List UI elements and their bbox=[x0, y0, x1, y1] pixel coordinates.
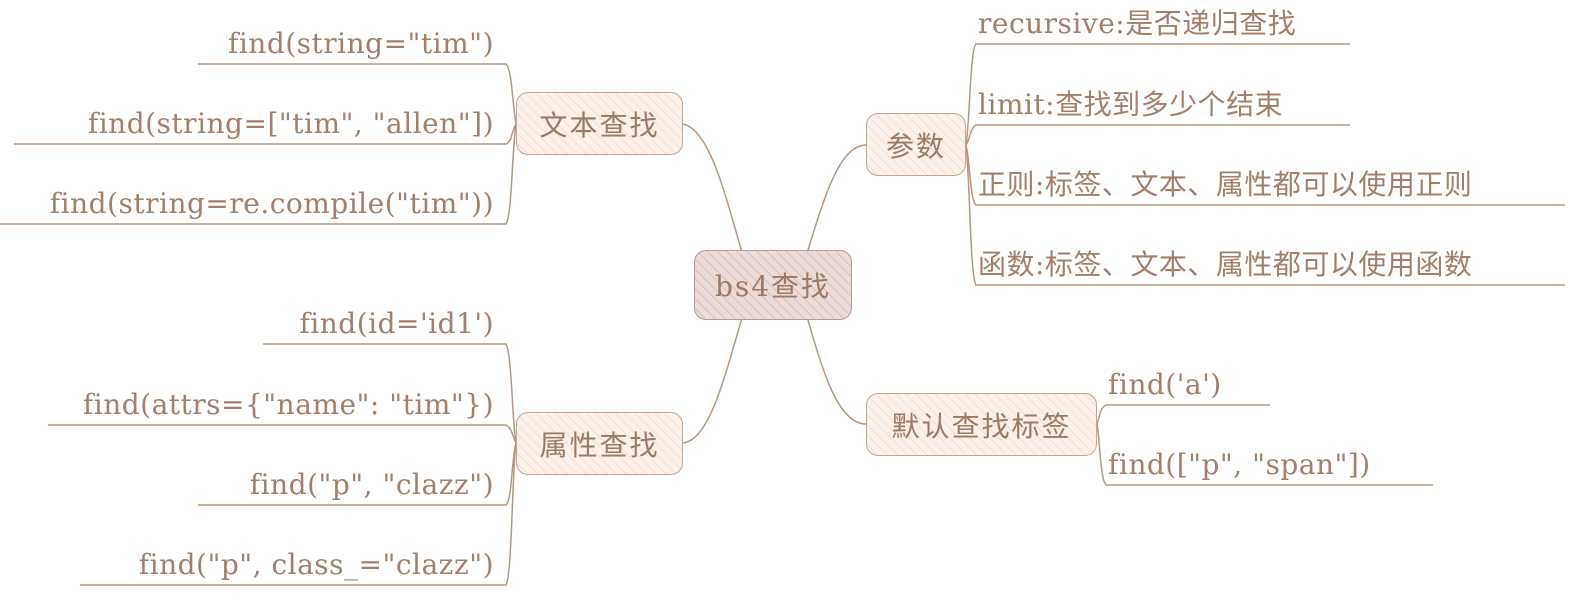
text-search-item: find(string=re.compile("tim")) bbox=[49, 187, 494, 220]
connector-attr-search-leaf-2 bbox=[48, 424, 517, 444]
branch-params-label: 参数 bbox=[885, 129, 946, 163]
connector-params-leaf-2 bbox=[965, 124, 1350, 146]
connector-root-default-tag bbox=[807, 319, 867, 425]
connector-root-text-search bbox=[682, 123, 743, 253]
root-topic[interactable]: bs4查找 bbox=[694, 250, 852, 320]
branch-default-tag[interactable]: 默认查找标签 bbox=[866, 393, 1097, 456]
connector-text-search-leaf-2 bbox=[14, 123, 517, 145]
connector-attr-search-leaf-4 bbox=[80, 442, 517, 586]
connector-text-search-leaf-3 bbox=[0, 123, 517, 225]
attr-search-item: find(attrs={"name": "tim"}) bbox=[82, 388, 494, 421]
attr-search-item: find(id='id1') bbox=[299, 307, 494, 340]
root-topic-label: bs4查找 bbox=[714, 270, 832, 303]
params-item: recursive:是否递归查找 bbox=[978, 7, 1297, 40]
connector-attr-search-leaf-1 bbox=[263, 343, 517, 444]
default-tag-item: find(["p", "span"]) bbox=[1108, 448, 1371, 481]
connector-root-params bbox=[807, 144, 867, 251]
connector-params-leaf-1 bbox=[965, 43, 1350, 146]
params-item: 正则:标签、文本、属性都可以使用正则 bbox=[978, 168, 1473, 201]
connector-params-leaf-4 bbox=[965, 144, 1565, 286]
text-search-item: find(string="tim") bbox=[227, 27, 494, 60]
params-item: limit:查找到多少个结束 bbox=[978, 88, 1284, 121]
attr-search-item: find("p", class_="clazz") bbox=[138, 548, 494, 581]
branch-text-search-label: 文本查找 bbox=[539, 108, 660, 142]
branch-default-tag-label: 默认查找标签 bbox=[891, 409, 1072, 443]
attr-search-item: find("p", "clazz") bbox=[249, 468, 494, 501]
branch-params[interactable]: 参数 bbox=[866, 113, 966, 176]
connector-default-tag-leaf-1 bbox=[1096, 404, 1270, 425]
connector-text-search-leaf-1 bbox=[198, 63, 517, 125]
branch-attr-search-label: 属性查找 bbox=[539, 428, 660, 462]
connector-root-attr-search bbox=[682, 317, 743, 444]
branch-attr-search[interactable]: 属性查找 bbox=[516, 412, 683, 475]
default-tag-item: find('a') bbox=[1108, 368, 1222, 401]
text-search-item: find(string=["tim", "allen"]) bbox=[87, 107, 494, 140]
params-item: 函数:标签、文本、属性都可以使用函数 bbox=[978, 248, 1473, 281]
connector-default-tag-leaf-2 bbox=[1096, 423, 1433, 486]
branch-text-search[interactable]: 文本查找 bbox=[516, 92, 683, 155]
